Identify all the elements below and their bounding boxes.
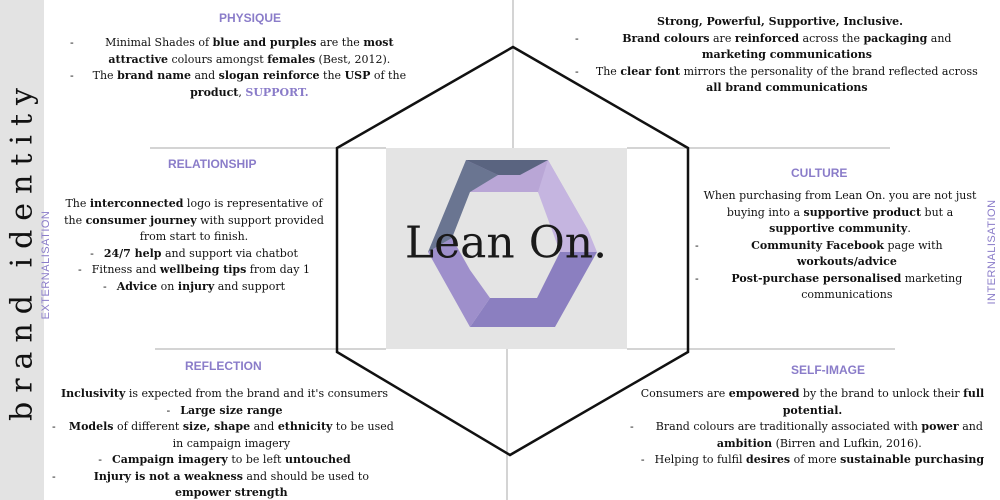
list-item: -Minimal Shades of blue and purples are … (70, 36, 394, 66)
list-item: -Injury is not a weakness and should be … (52, 469, 369, 500)
culture-block: When purchasing from Lean On. you are no… (695, 188, 985, 304)
self-image-heading: SELF-IMAGE (791, 363, 865, 377)
personality-block: Strong, Powerful, Supportive, Inclusive.… (575, 14, 985, 97)
relationship-block: The interconnected logo is representativ… (58, 196, 330, 295)
list-item: -Post-purchase personalised marketing co… (695, 271, 963, 302)
logo-segment-bottom-left (428, 238, 490, 327)
physique-block: -Minimal Shades of blue and purples are … (70, 35, 415, 101)
logo-segment-top-right (538, 160, 597, 252)
list-item: -24/7 help and support via chatbot (90, 246, 298, 260)
list-item: -Advice on injury and support (102, 279, 286, 293)
logo-segment-left (428, 160, 498, 252)
reflection-heading: REFLECTION (185, 359, 262, 373)
reflection-block: Inclusivity is expected from the brand a… (52, 386, 397, 500)
logo-segment-top-left (466, 160, 548, 175)
logo-segment-bottom-right (470, 252, 597, 327)
list-item: -Large size range (166, 403, 283, 417)
logo-wordmark: Lean On. (404, 217, 608, 269)
list-item: -Models of different size, shape and eth… (52, 420, 394, 450)
list-item: -Helping to fulfil desires of more susta… (640, 453, 985, 466)
self-image-block: Consumers are empowered by the brand to … (630, 386, 995, 469)
sidebar: brand identity (0, 0, 44, 500)
list-item: -Campaign imagery to be left untouched (98, 453, 351, 466)
hexagon-outline (335, 45, 690, 457)
physique-heading: PHYSIQUE (219, 11, 282, 25)
culture-heading: CULTURE (791, 166, 848, 180)
list-item: -The brand name and slogan reinforce the… (70, 69, 407, 99)
list-item: -Brand colours are traditionally associa… (630, 420, 983, 450)
list-item: -Fitness and wellbeing tips from day 1 (78, 263, 310, 276)
list-item: -Brand colours are reinforced across the… (575, 31, 952, 62)
list-item: -The clear font mirrors the personality … (575, 64, 978, 95)
list-item: -Community Facebook page with workouts/a… (695, 238, 943, 269)
personality-keywords: Strong, Powerful, Supportive, Inclusive. (656, 15, 904, 28)
relationship-heading: RELATIONSHIP (168, 157, 257, 171)
